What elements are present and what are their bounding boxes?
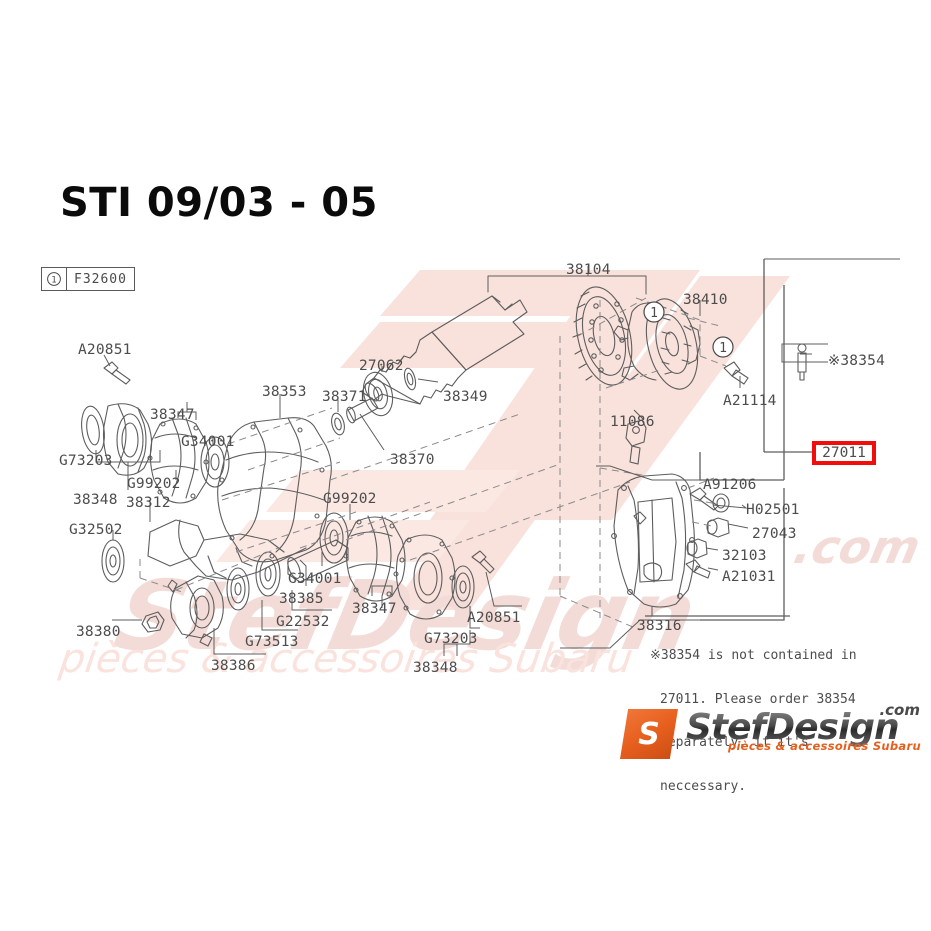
part-27062-bearing [362, 371, 394, 417]
logo-domain: .com [879, 701, 920, 719]
part-G34001-bearing-left [200, 436, 230, 488]
part-label-A91206: A91206 [703, 477, 757, 493]
footnote-38354: ※38354 is not contained in 27011. Please… [650, 620, 857, 823]
part-label-G99202-left: G99202 [127, 476, 181, 492]
part-label-G73203-left: G73203 [59, 453, 113, 469]
part-label-38316: 38316 [637, 618, 682, 634]
part-label-38104: 38104 [566, 262, 611, 278]
part-label-G34001-a: G34001 [181, 434, 235, 450]
part-label-38349: 38349 [443, 389, 488, 405]
part-label-G22532: G22532 [276, 614, 330, 630]
marker-1-b-circle [712, 336, 734, 358]
part-label-G32502: G32502 [69, 522, 123, 538]
part-27043-plug [706, 517, 730, 538]
part-32103-plug [686, 538, 708, 559]
part-label-11086: 11086 [610, 414, 655, 430]
part-label-38312: 38312 [126, 495, 171, 511]
part-label-38370: 38370 [390, 452, 435, 468]
part-38347-cover-left [147, 417, 210, 504]
highlighted-part-27011[interactable]: 27011 [812, 441, 876, 465]
part-38370-sleeve [346, 397, 379, 424]
footnote-line-4: neccessary. [660, 778, 747, 794]
part-G73203-bearing-mid [451, 565, 475, 609]
part-label-38371: 38371 [322, 389, 367, 405]
part-11086-breather [625, 419, 647, 465]
part-A21031-bolt [685, 559, 711, 579]
footnote-line-3: separately, if it's [650, 735, 857, 751]
part-label-38386: 38386 [211, 658, 256, 674]
legend-box: 1 F32600 [41, 267, 135, 291]
logo-wordmark: StefDesign [686, 707, 900, 748]
part-label-38347-mid: 38347 [352, 601, 397, 617]
part-label-27062: 27062 [359, 358, 404, 374]
part-label-38354-right: ※38354 [828, 353, 885, 369]
marker-1-a-circle [643, 301, 665, 323]
part-G73513-bearing [226, 567, 250, 611]
part-label-27043: 27043 [752, 526, 797, 542]
part-label-G73513: G73513 [245, 634, 299, 650]
legend-code: F32600 [74, 271, 127, 287]
legend-index: 1 [42, 268, 67, 290]
footnote-line-1: ※38354 is not contained in [650, 648, 857, 663]
part-label-38348-left: 38348 [73, 492, 118, 508]
footnote-line-2: 27011. Please order 38354 [660, 691, 856, 707]
part-left-bearing-stack [81, 403, 153, 476]
part-pinion-shaft [361, 295, 528, 405]
part-label-G99202-mid: G99202 [323, 491, 377, 507]
part-38353-housing [147, 417, 332, 581]
part-38316-rear-cover [611, 473, 695, 608]
highlighted-part-label: 27011 [822, 445, 866, 461]
logo-badge-icon: S [620, 709, 678, 759]
part-label-G34001-b: G34001 [288, 571, 342, 587]
circled-one-icon: 1 [47, 272, 61, 286]
part-label-38347-left: 38347 [150, 407, 195, 423]
part-label-38348-mid: 38348 [413, 660, 458, 676]
part-38349-washer [403, 367, 417, 391]
part-label-A20851-mid: A20851 [467, 610, 521, 626]
part-label-A21114: A21114 [723, 393, 777, 409]
part-label-G73203-mid: G73203 [424, 631, 478, 647]
svg-text:1: 1 [719, 341, 727, 356]
part-38380-nut [141, 611, 165, 633]
logo-tagline: pièces & accessoires Subaru [728, 739, 921, 753]
part-label-38353: 38353 [262, 384, 307, 400]
part-label-32103: 32103 [722, 548, 767, 564]
svg-text:1: 1 [51, 275, 56, 285]
part-label-A20851-top: A20851 [78, 342, 132, 358]
part-label-38380: 38380 [76, 624, 121, 640]
stefdesign-logo: S StefDesign .com pièces & accessoires S… [620, 701, 921, 765]
part-label-A21031: A21031 [722, 569, 776, 585]
part-label-38385: 38385 [279, 591, 324, 607]
logo-mark-letter: S [638, 716, 660, 752]
page-title: STI 09/03 - 05 [60, 180, 378, 226]
part-label-H02501: H02501 [746, 502, 800, 518]
part-38347-cover-mid2 [393, 534, 456, 620]
part-label-38410: 38410 [683, 292, 728, 308]
svg-text:1: 1 [650, 306, 658, 321]
part-A20851-bolt-mid [471, 550, 495, 574]
part-38371-oil-seal [331, 412, 345, 436]
part-H02501-plug [712, 493, 730, 513]
